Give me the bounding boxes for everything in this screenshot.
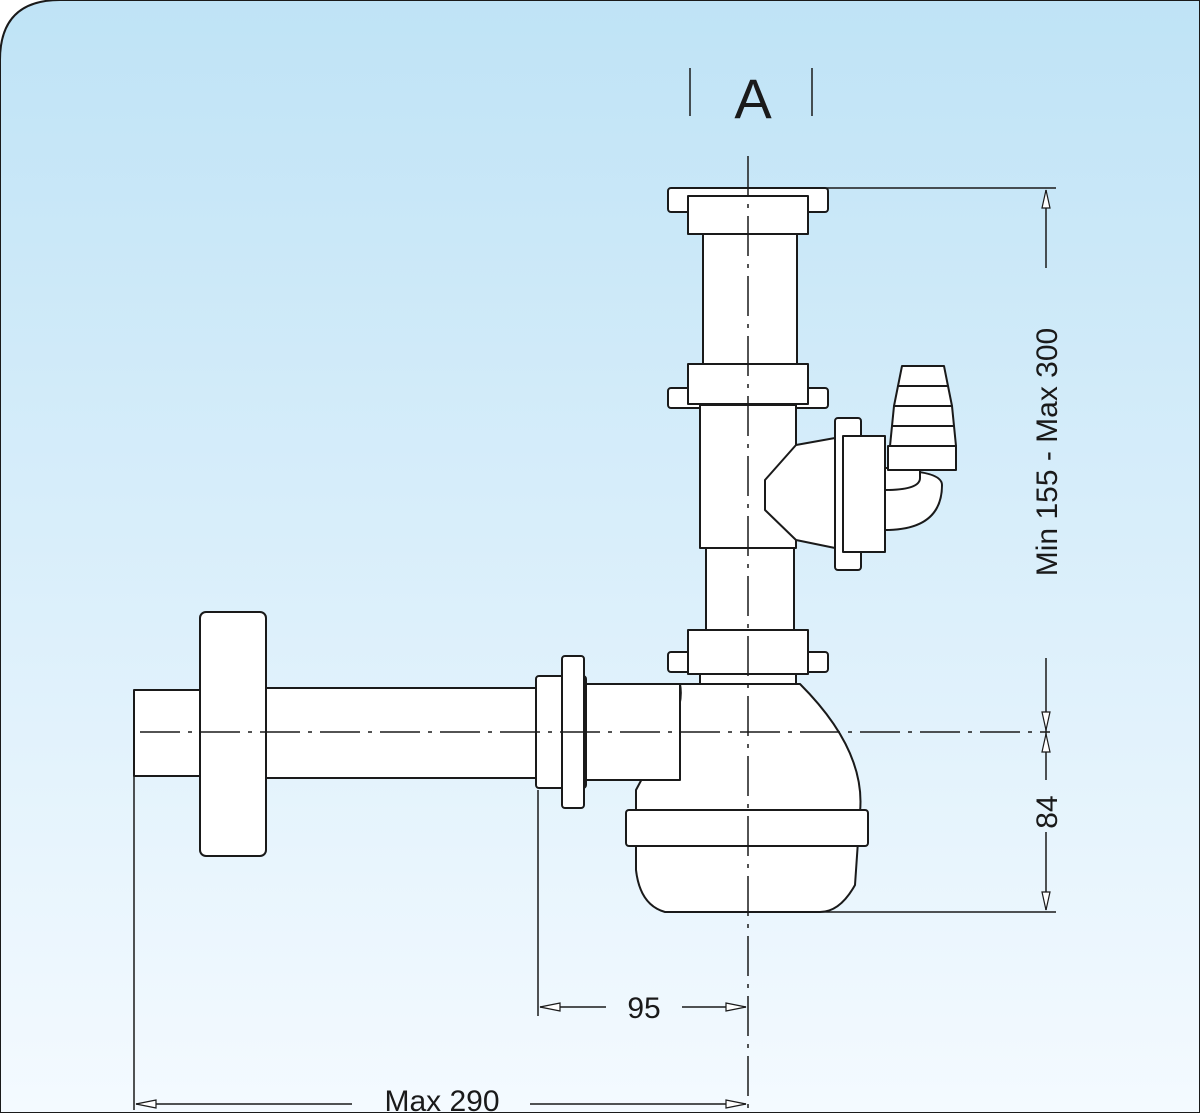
inlet-offset-label: 95: [627, 992, 660, 1025]
wall-rosette: [199, 611, 267, 857]
outlet-tube-end: [133, 689, 203, 777]
height-range-label: Min 155 - Max 300: [1031, 328, 1064, 576]
top-flange: [667, 187, 829, 235]
lower-tube: [705, 547, 795, 631]
outlet-tube: [261, 687, 541, 779]
upper-tube: [702, 233, 798, 365]
hose-barb: [887, 365, 957, 471]
trap-height-label: 84: [1031, 795, 1064, 828]
max-length-label: Max 290: [384, 1085, 499, 1113]
centerlines: [140, 156, 1050, 1113]
hose-connector: [834, 417, 943, 571]
arrowheads: [135, 189, 1051, 1109]
trap-bowl-ring: [625, 809, 869, 847]
section-label: A: [734, 67, 772, 130]
